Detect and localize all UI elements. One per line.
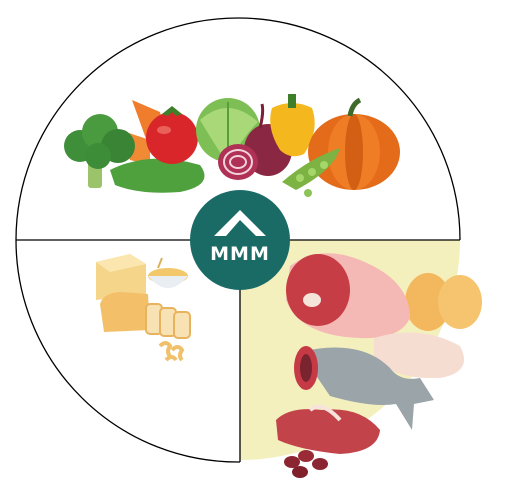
beans-icon bbox=[284, 450, 328, 478]
eggs-icon bbox=[405, 273, 482, 331]
proteins-group bbox=[276, 253, 482, 478]
grains-group bbox=[96, 254, 190, 360]
vegetables-group bbox=[64, 94, 400, 197]
cereal-bowl-icon bbox=[148, 258, 188, 288]
logo: MMM bbox=[190, 190, 290, 290]
logo-text: MMM bbox=[210, 243, 270, 265]
pumpkin-icon bbox=[308, 100, 400, 190]
pasta-icon bbox=[160, 343, 182, 360]
bread-loaf-icon bbox=[100, 292, 190, 338]
logo-badge bbox=[190, 190, 290, 290]
lettuce-leaf-icon bbox=[110, 159, 205, 193]
